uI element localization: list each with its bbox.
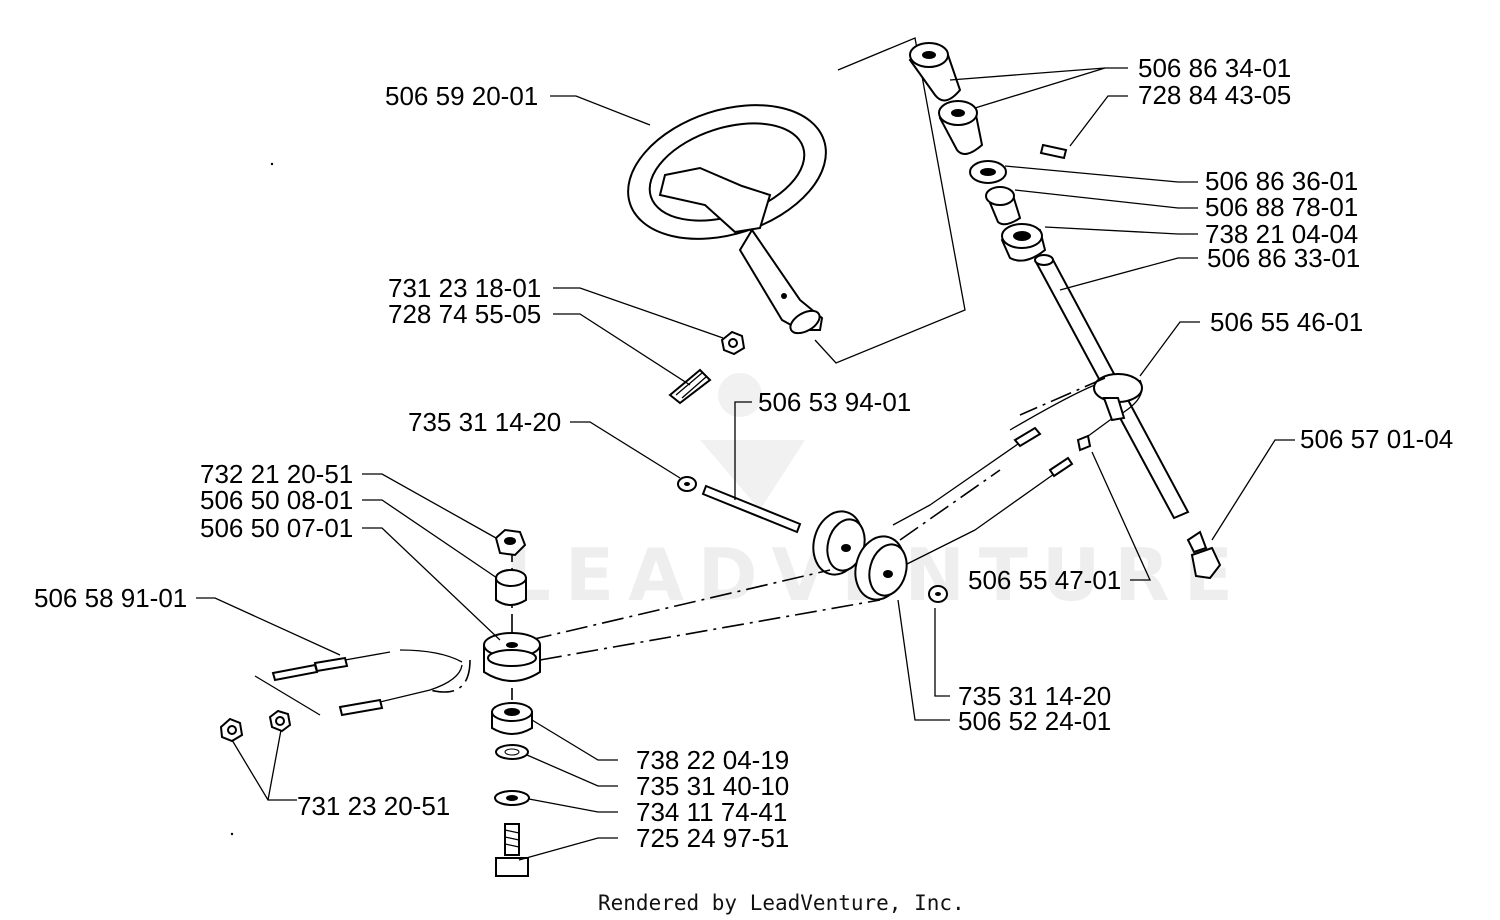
label-spacer-top: 735 31 14-20 [408, 407, 561, 437]
column-parts [908, 42, 1222, 580]
screw-wheel-shape [668, 368, 712, 405]
label-shaft-pin: 506 53 94-01 [758, 387, 911, 417]
label-washer: 734 11 74-41 [636, 797, 787, 827]
label-sleeve-upper: 506 86 34-01 [1138, 53, 1291, 83]
part-labels: 506 59 20-01 731 23 18-01 728 74 55-05 7… [34, 53, 1453, 853]
label-bolt-column: 506 57 01-04 [1300, 424, 1453, 454]
label-bushing-upper: 506 50 08-01 [200, 485, 353, 515]
label-steering-shaft: 506 86 33-01 [1207, 243, 1360, 273]
label-pulley-left: 506 50 07-01 [200, 513, 353, 543]
leader-lines [196, 67, 1295, 861]
footer-credit: Rendered by LeadVenture, Inc. [598, 891, 965, 915]
label-bearing-column: 738 21 04-04 [1205, 219, 1358, 249]
column-group-frame [814, 37, 966, 364]
label-nut-wheel: 731 23 18-01 [388, 273, 541, 303]
centerline-belt [529, 469, 1001, 661]
label-sprocket-chain: 506 55 46-01 [1210, 307, 1363, 337]
centerline-cable [429, 659, 471, 693]
label-nut-top-left: 732 21 20-51 [200, 459, 353, 489]
label-steering-wheel: 506 59 20-01 [385, 81, 538, 111]
pin-and-pulleys [677, 476, 948, 603]
label-set-screw: 728 84 43-05 [1138, 80, 1291, 110]
label-screw-wheel: 728 74 55-05 [388, 299, 541, 329]
left-stack [483, 528, 541, 877]
label-bushing-column: 506 88 78-01 [1205, 192, 1358, 222]
label-chain-link: 506 55 47-01 [968, 565, 1121, 595]
label-spacer-pulley: 735 31 14-20 [958, 681, 1111, 711]
steering-wheel [627, 104, 827, 335]
cable-left [219, 649, 463, 743]
label-bearing-lower: 738 22 04-19 [636, 745, 789, 775]
label-nut-cable: 731 23 20-51 [297, 791, 450, 821]
cable-upper [892, 443, 1055, 566]
label-cable: 506 58 91-01 [34, 583, 187, 613]
label-washer-column: 506 86 36-01 [1205, 166, 1358, 196]
label-spring-washer: 735 31 40-10 [636, 771, 789, 801]
label-bolt-lower: 725 24 97-51 [636, 823, 789, 853]
nut-wheel-shape [720, 330, 746, 356]
label-pulley-double: 506 52 24-01 [958, 706, 1111, 736]
